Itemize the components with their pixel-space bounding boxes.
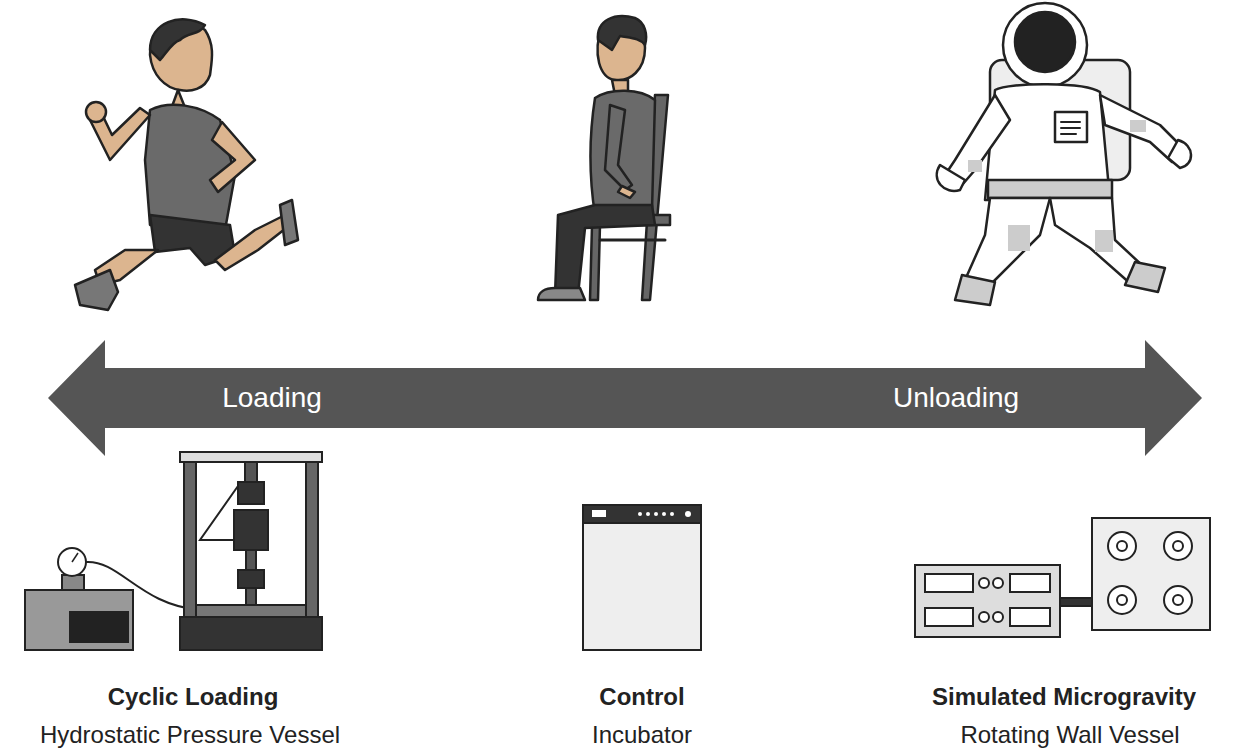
condition-title: Control (599, 684, 684, 710)
device-name: Rotating Wall Vessel (960, 722, 1179, 748)
axis-label: Unloading (893, 383, 1019, 414)
runner-figure (75, 19, 298, 310)
device-name: Hydrostatic Pressure Vessel (40, 722, 340, 748)
device-name: Incubator (592, 722, 692, 748)
incubator (583, 505, 701, 650)
rotating-wall-vessel (915, 518, 1210, 637)
seated-figure (538, 16, 670, 300)
condition-title: Cyclic Loading (108, 684, 279, 710)
astronaut-figure (937, 3, 1191, 305)
double-arrow (48, 340, 1202, 456)
condition-title: Simulated Microgravity (932, 684, 1196, 710)
axis-label: Loading (222, 383, 322, 414)
hydrostatic-pressure-machine (25, 452, 322, 650)
